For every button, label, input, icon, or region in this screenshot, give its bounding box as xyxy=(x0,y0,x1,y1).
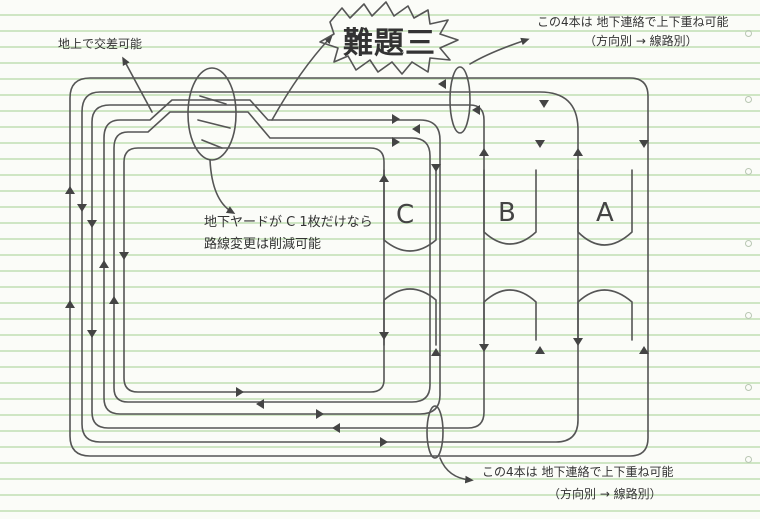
crossing-ellipse xyxy=(187,67,237,161)
callout-arrow-center xyxy=(209,159,236,214)
direction-arrow xyxy=(236,387,244,397)
direction-arrow xyxy=(392,114,400,124)
bottom-right-note-line2: （方向別 → 線路別） xyxy=(548,487,662,501)
direction-arrow xyxy=(472,105,480,115)
direction-arrow xyxy=(431,348,441,356)
bottom-right-note-line1: この4本は 地下連絡で上下重ね可能 xyxy=(482,465,674,479)
track-loop-6 xyxy=(123,147,385,393)
track-loop-4 xyxy=(103,99,441,415)
track-label-a: A xyxy=(596,198,614,228)
center-note-line2: 路線変更は削減可能 xyxy=(204,237,322,252)
track-loop-2 xyxy=(81,91,579,443)
direction-arrow xyxy=(539,100,549,108)
top-right-note-line2: （方向別 → 線路別） xyxy=(584,34,698,48)
direction-arrow xyxy=(479,344,489,352)
platform-a-lower xyxy=(577,289,633,341)
track-loop-1 xyxy=(69,77,649,457)
direction-arrow xyxy=(479,148,489,156)
direction-arrow xyxy=(119,252,129,260)
direction-arrow xyxy=(316,409,324,419)
binder-hole-icon xyxy=(745,96,752,103)
top-right-note-line1: この4本は 地下連絡で上下重ね可能 xyxy=(537,15,729,29)
track-loop-3 xyxy=(91,104,485,429)
callout-arrow-crossing xyxy=(122,56,153,113)
callout-arrow-top-right xyxy=(469,37,530,65)
direction-arrow xyxy=(639,346,649,354)
direction-arrow xyxy=(535,346,545,354)
direction-arrow xyxy=(535,140,545,148)
direction-arrow xyxy=(573,338,583,346)
direction-arrow xyxy=(380,437,388,447)
track-label-b: B xyxy=(498,198,516,228)
platform-a-upper xyxy=(577,169,633,246)
direction-arrow xyxy=(412,124,420,134)
track-label-c: C xyxy=(396,200,415,230)
center-note-line1: 地下ヤードが C 1枚だけなら xyxy=(204,215,373,230)
crossing-note: 地上で交差可能 xyxy=(58,37,143,51)
binder-hole-icon xyxy=(745,456,752,463)
direction-arrow xyxy=(379,174,389,182)
binder-hole-icon xyxy=(745,384,752,391)
direction-arrow xyxy=(256,399,264,409)
direction-arrow xyxy=(77,204,87,212)
callout-arrow-difficult xyxy=(271,35,333,121)
platform-b-lower xyxy=(483,289,537,341)
burst-outline xyxy=(319,1,459,75)
direction-arrow xyxy=(332,423,340,433)
platform-c-lower xyxy=(383,288,437,346)
platform-c-upper xyxy=(383,169,437,252)
binder-hole-icon xyxy=(745,312,752,319)
direction-arrow xyxy=(639,140,649,148)
platform-b-upper xyxy=(483,169,537,245)
direction-arrow xyxy=(87,220,97,228)
direction-arrow xyxy=(109,296,119,304)
track-loop-5 xyxy=(113,111,431,403)
direction-arrow xyxy=(431,164,441,172)
direction-arrow xyxy=(87,330,97,338)
binder-hole-icon xyxy=(745,240,752,247)
direction-arrow xyxy=(379,332,389,340)
group-ellipse-bottom xyxy=(426,405,444,459)
crossing-marks xyxy=(197,95,231,149)
binder-hole-icon xyxy=(745,30,752,37)
binder-hole-icon xyxy=(745,168,752,175)
direction-arrow xyxy=(392,137,400,147)
direction-arrow xyxy=(99,260,109,268)
group-ellipse-top xyxy=(449,66,471,134)
direction-arrow xyxy=(573,148,583,156)
callout-arrow-bottom xyxy=(439,457,474,484)
difficult-label: 難題三 xyxy=(343,26,436,61)
direction-arrow xyxy=(65,300,75,308)
direction-arrow xyxy=(65,186,75,194)
direction-arrow xyxy=(438,79,446,89)
